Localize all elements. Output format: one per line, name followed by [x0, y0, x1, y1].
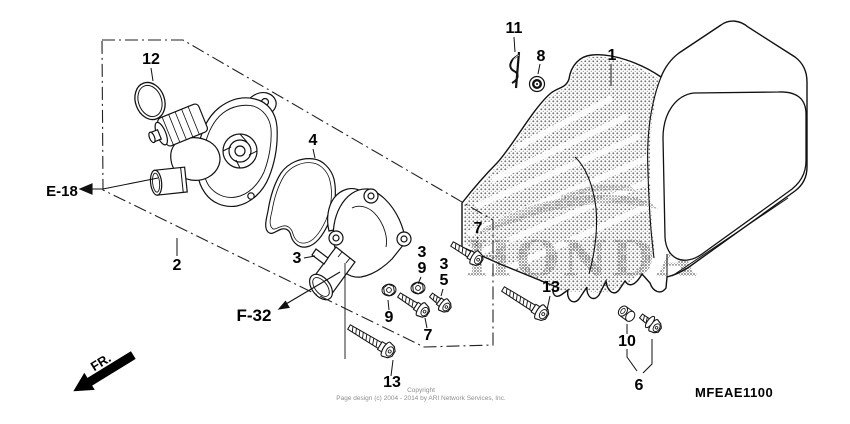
- part-label-13a: 13: [383, 374, 401, 391]
- part-label-2: 2: [173, 257, 182, 274]
- fasteners: [344, 51, 665, 362]
- front-direction-arrow: FR.: [73, 350, 136, 392]
- part-label-10: 10: [618, 333, 636, 350]
- part-label-12: 12: [142, 51, 160, 68]
- part-labels: 1 2 3 3 3 4 5 6 7 7 8 9 9 10 11 12 13 13: [142, 20, 643, 394]
- part-label-6: 6: [635, 377, 644, 394]
- part-label-7a: 7: [474, 220, 483, 237]
- side-cover-drawing: HONDA: [461, 20, 808, 303]
- part-label-3a: 3: [293, 250, 302, 267]
- part-label-4: 4: [309, 132, 318, 149]
- copyright-line-2: Page design (c) 2004 - 2014 by ARI Netwo…: [336, 395, 506, 402]
- copyright-line-1: Copyright: [407, 387, 435, 394]
- water-pump-assembly-drawing: [148, 92, 278, 208]
- clip-11-drawing: [509, 51, 521, 89]
- honda-wing-tip-watermark: [560, 184, 636, 199]
- part-label-7b: 7: [424, 327, 433, 344]
- bolt-7-lower-drawing: [394, 288, 433, 321]
- part-label-1: 1: [608, 47, 617, 64]
- honda-wing-watermark: [474, 194, 658, 235]
- bolt-6-drawing: [636, 309, 665, 337]
- part-label-13b: 13: [542, 279, 560, 296]
- bolt-5-drawing: [426, 288, 455, 316]
- part-label-8: 8: [537, 48, 546, 65]
- gasket-4-drawing: [265, 158, 336, 248]
- ref-label-f32: F-32: [237, 306, 272, 325]
- bolt-13-left-drawing: [344, 319, 399, 362]
- part-label-11: 11: [506, 20, 523, 37]
- part-label-3b: 3: [418, 244, 427, 261]
- grommet-10-drawing: [617, 305, 636, 322]
- reference-leaders: [78, 177, 341, 310]
- label-leaders: [150, 36, 653, 377]
- nut-9-drawing: [380, 282, 398, 298]
- assembly-boundary-box: [101, 39, 494, 348]
- pump-cover-drawing: [308, 188, 412, 301]
- honda-watermark-text: HONDA: [465, 229, 699, 288]
- grommet-8-drawing: [528, 75, 546, 93]
- ref-label-e18: E-18: [46, 183, 78, 200]
- cover-halftone-texture: [464, 56, 659, 294]
- cover-side-panel: [662, 91, 807, 261]
- oring-12-drawing: [134, 81, 166, 121]
- diagram-code: MFEAE1100: [695, 385, 773, 400]
- part-label-5: 5: [440, 272, 449, 289]
- part-label-9b: 9: [418, 260, 427, 277]
- part-label-9a: 9: [385, 309, 394, 326]
- part-label-3c: 3: [440, 256, 449, 273]
